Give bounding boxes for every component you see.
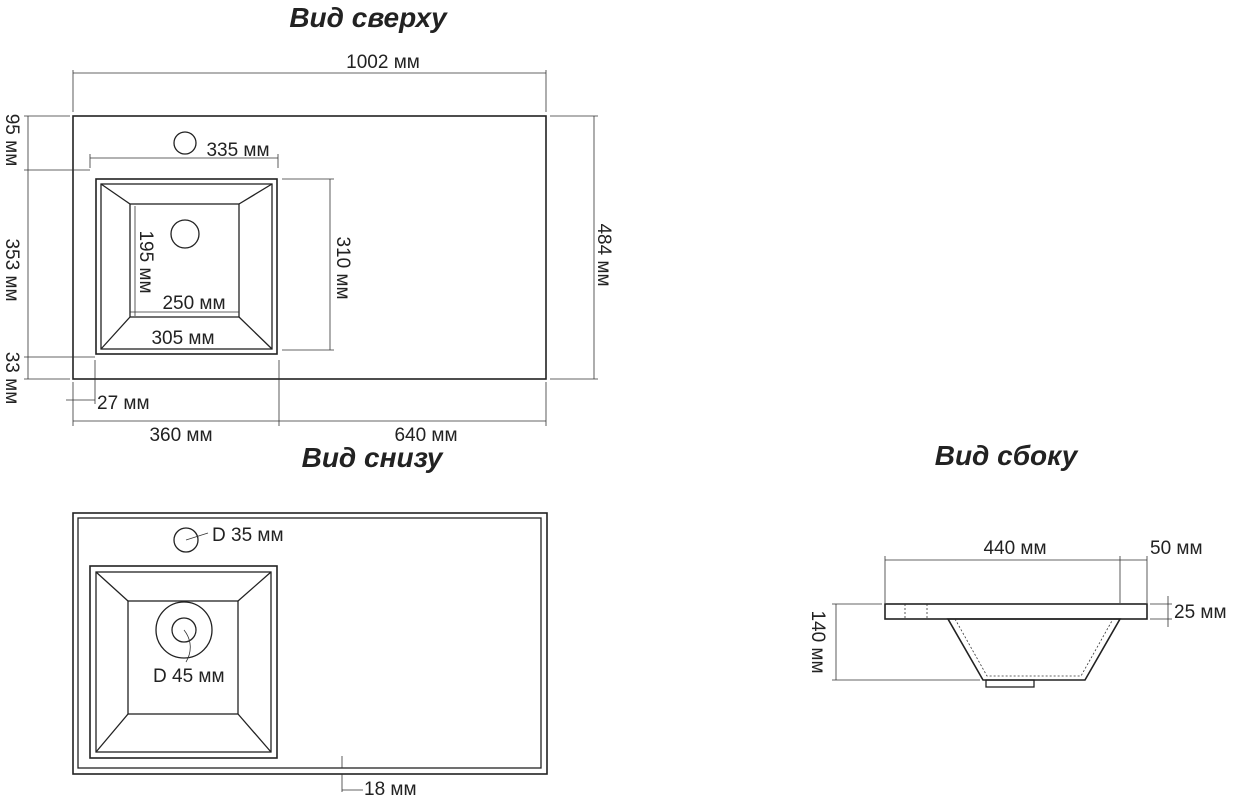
bottom-tap-hole (173, 527, 199, 553)
side-height-140-label: 140 мм (807, 610, 828, 673)
top-depth-label: 484 мм (593, 223, 614, 286)
top-bowl-width-dimension (89, 154, 279, 168)
bottom-drain-leader (183, 629, 191, 663)
top-view-title: Вид сверху (289, 2, 448, 33)
side-depth-440-label: 440 мм (983, 538, 1046, 559)
top-bowl-bottom-width-label: 305 мм (151, 328, 214, 349)
side-thickness-dimension (1150, 596, 1172, 627)
side-bowl (946, 618, 1122, 688)
bottom-drain-hole-label: D 45 мм (153, 666, 225, 687)
top-tap-hole (173, 131, 197, 155)
side-view-title: Вид сбоку (935, 440, 1079, 471)
top-bowl-depth-label: 310 мм (332, 236, 353, 299)
bottom-tap-hole-label: D 35 мм (212, 525, 284, 546)
top-view-depth-dimension (550, 115, 598, 380)
bottom-bowl (89, 565, 278, 759)
top-view-width-dimension (72, 70, 547, 112)
side-top-dimensions (884, 556, 1148, 603)
top-drain-hole (170, 219, 200, 249)
top-bowl-width-label: 335 мм (206, 140, 269, 161)
side-thickness-25-label: 25 мм (1174, 602, 1227, 623)
top-left-95-label: 95 мм (1, 114, 22, 167)
bottom-rim-label: 18 мм (364, 779, 417, 800)
top-inner-width-label: 250 мм (162, 293, 225, 314)
top-left-353-label: 353 мм (1, 238, 22, 301)
top-bottom-dimensions (72, 360, 547, 426)
top-bowl (95, 178, 278, 355)
top-inner-depth-label: 195 мм (135, 230, 156, 293)
top-edge-27-label: 27 мм (97, 393, 150, 414)
top-left-360-label: 360 мм (149, 425, 212, 446)
top-bowl-depth-dimension (282, 178, 334, 351)
top-edge-27-dimension (66, 360, 96, 404)
bottom-view-outline (72, 512, 548, 775)
top-view-outline (72, 115, 547, 380)
top-right-640-label: 640 мм (394, 425, 457, 446)
side-overhang-50-label: 50 мм (1150, 538, 1203, 559)
top-view-left-dimensions (24, 115, 95, 380)
bottom-rim-dimension (341, 756, 363, 792)
side-slab (884, 603, 1148, 620)
bottom-view-title: Вид снизу (302, 442, 444, 473)
bottom-drain-hole (155, 601, 213, 659)
side-height-dimension (832, 603, 980, 681)
top-left-33-label: 33 мм (1, 352, 22, 405)
top-width-label: 1002 мм (346, 52, 420, 73)
bottom-tap-leader (185, 532, 209, 541)
